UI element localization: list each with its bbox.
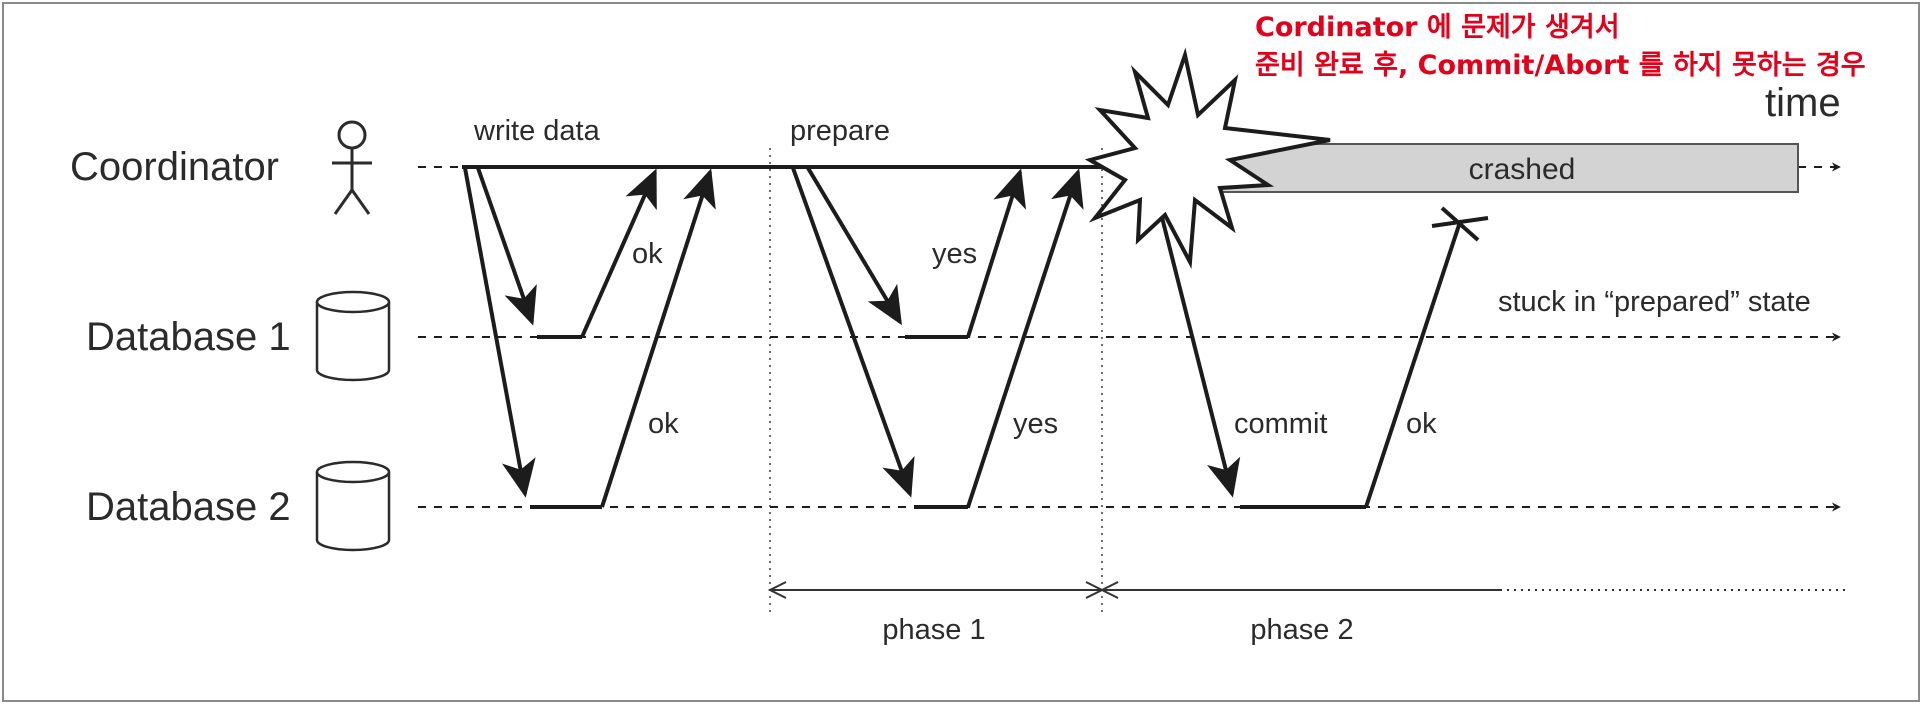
annotation-line-1: Cordinator 에 문제가 생겨서 [1255, 12, 1620, 43]
lane-label-coordinator: Coordinator [70, 145, 279, 189]
time-axis-label: time [1765, 81, 1841, 125]
message-lost-mark-2 [1440, 206, 1480, 242]
write-data-to-db2-arrow [463, 167, 536, 498]
crashed-label: crashed [1469, 153, 1576, 186]
db2-ok-commit-lost [1364, 221, 1462, 508]
phase-2-label: phase 2 [1250, 614, 1353, 646]
write-data-label: write data [473, 115, 601, 147]
db2-yes-arrow [966, 168, 1084, 508]
database-2-icon [315, 460, 391, 552]
lane-label-database-1: Database 1 [86, 315, 291, 359]
db2-ok-arrow [600, 168, 716, 508]
commit-to-db2-arrow [1148, 169, 1241, 498]
phase-1-label: phase 1 [882, 614, 985, 646]
person-icon [332, 120, 372, 215]
lane-label-database-2: Database 2 [86, 485, 291, 529]
yes-db1-label: yes [932, 238, 977, 270]
commit-label: commit [1234, 408, 1327, 440]
prepare-label: prepare [790, 115, 890, 147]
db1-ok-arrow [580, 168, 657, 338]
prepare-to-db1-arrow [806, 166, 902, 326]
yes-db2-label: yes [1013, 408, 1058, 440]
prepare-to-db2-arrow [791, 167, 915, 498]
database-1-icon [315, 290, 391, 382]
crashed-bar [1209, 143, 1799, 193]
write-data-to-db1-arrow [476, 167, 537, 326]
ok-commit-label: ok [1406, 408, 1437, 440]
annotation-line-2: 준비 완료 후, Commit/Abort 를 하지 못하는 경우 [1255, 50, 1866, 81]
db1-yes-arrow [966, 168, 1027, 338]
ok-db2-label: ok [648, 408, 679, 440]
ok-db1-label: ok [632, 238, 663, 270]
explosion-icon [1084, 47, 1331, 269]
stuck-state-label: stuck in “prepared” state [1498, 286, 1811, 318]
